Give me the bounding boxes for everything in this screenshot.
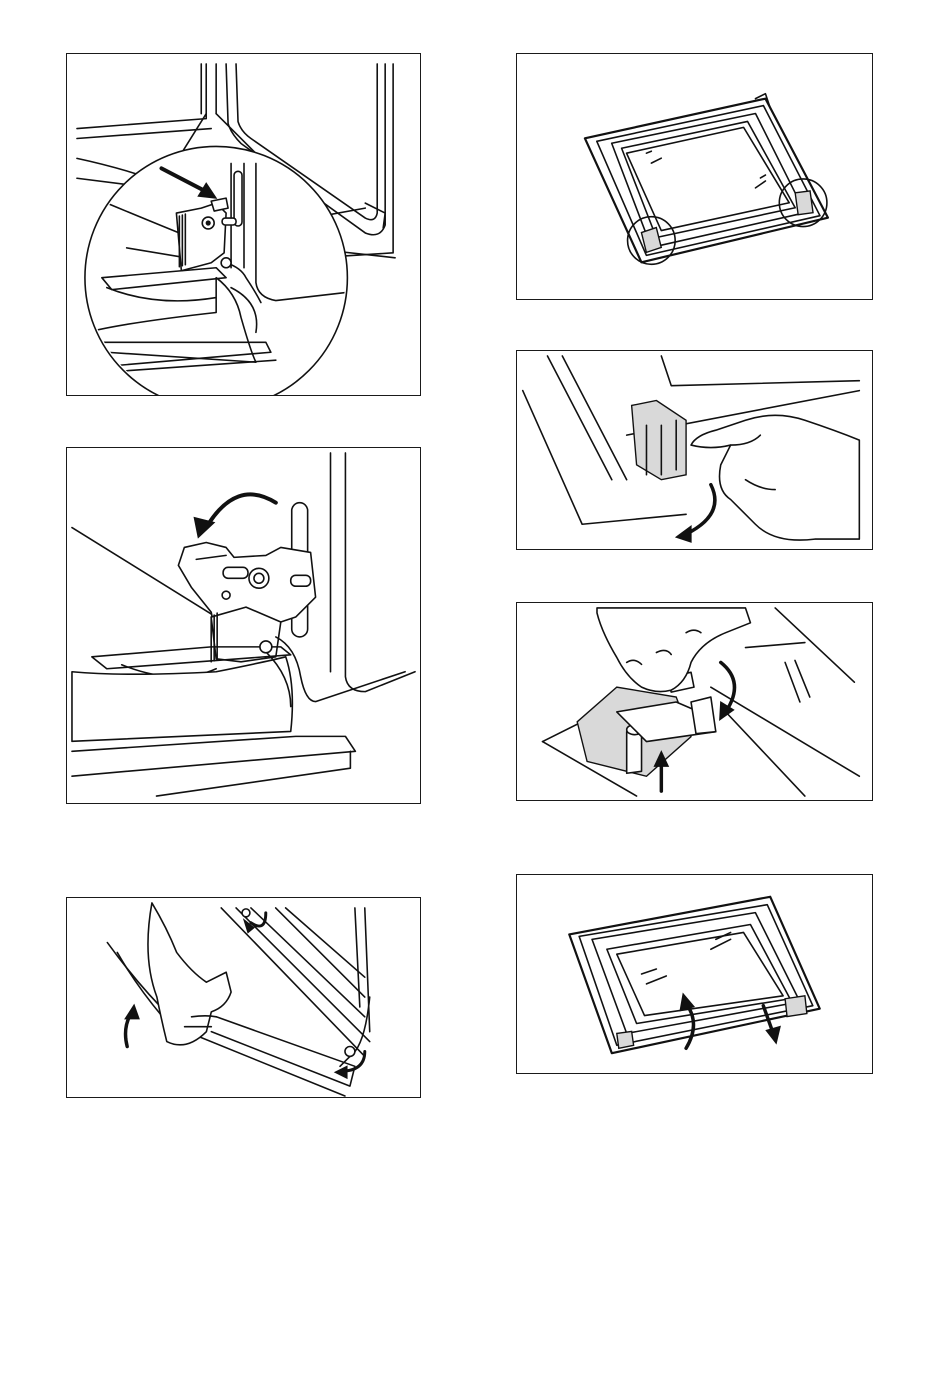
door-clip-release-panel [516,350,873,550]
door-clip-press-panel [516,602,873,801]
glass-panel-remove-panel [516,874,873,1074]
door-lift-remove-panel [66,897,421,1098]
clip-release-hand-illustration [517,351,872,549]
door-lift-illustration [67,898,420,1097]
hinge-lever-detail-panel [66,53,421,396]
glass-panel-remove-illustration [517,875,872,1073]
door-flat-clips-panel [516,53,873,300]
clip-press-hand-illustration [517,603,872,800]
hinge-lever-rotate-illustration [67,448,420,803]
door-flat-clips-illustration [517,54,872,299]
hinge-lever-push-illustration [67,54,420,395]
hinge-lever-rotate-panel [66,447,421,804]
